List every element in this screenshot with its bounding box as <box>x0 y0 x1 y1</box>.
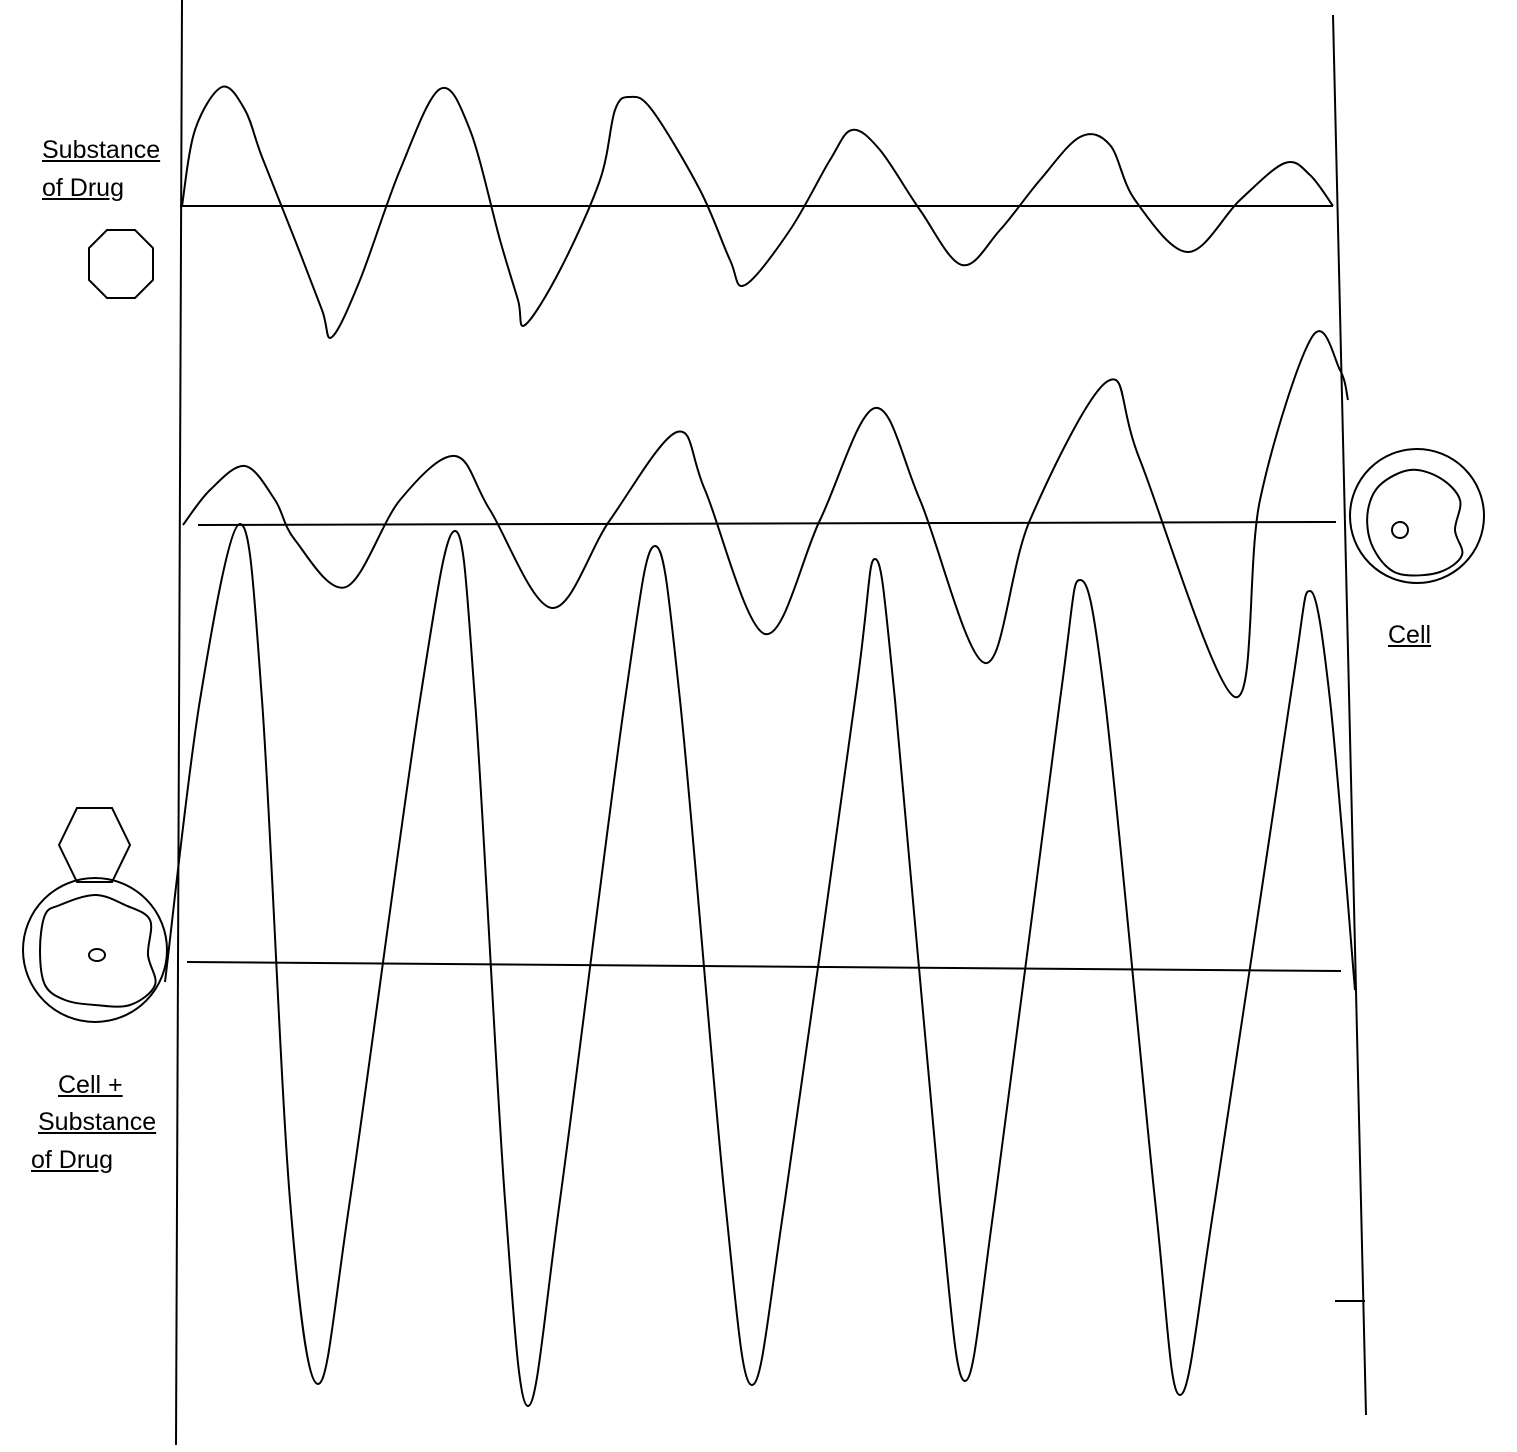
cell-icon <box>1349 448 1485 584</box>
left-axis-line <box>175 0 183 1446</box>
drug-label-line2: of Drug <box>42 174 124 202</box>
octagon-drug-icon <box>88 229 154 299</box>
hexagon-drug-icon <box>57 807 132 883</box>
cell-wave <box>182 330 1349 699</box>
combo-baseline <box>186 961 1342 972</box>
cell-label: Cell <box>1388 621 1432 649</box>
drug-label-line1: Substance <box>42 136 161 164</box>
cell-plus-drug-wave <box>164 522 1356 1408</box>
combo-label-line1: Cell + <box>58 1071 123 1099</box>
cell-baseline <box>197 521 1334 526</box>
combo-label-line3: of Drug <box>31 1146 113 1174</box>
combo-label-line2: Substance <box>38 1108 157 1136</box>
drug-wave <box>181 85 1334 339</box>
right-axis-line <box>1332 14 1367 1416</box>
cell-with-drug-icon <box>22 877 168 1023</box>
